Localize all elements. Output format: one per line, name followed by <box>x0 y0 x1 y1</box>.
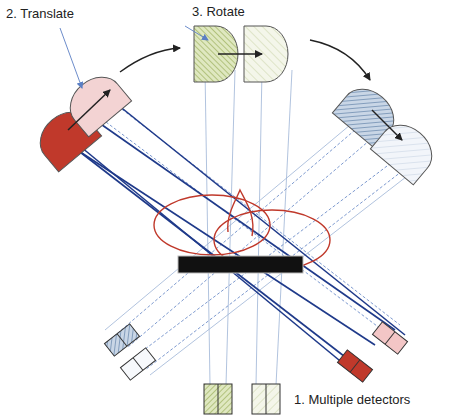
step-label: 3. Rotate <box>190 4 247 20</box>
step-label: 2. Translate <box>4 6 76 22</box>
step-label: 1. Multiple detectors <box>292 392 412 408</box>
